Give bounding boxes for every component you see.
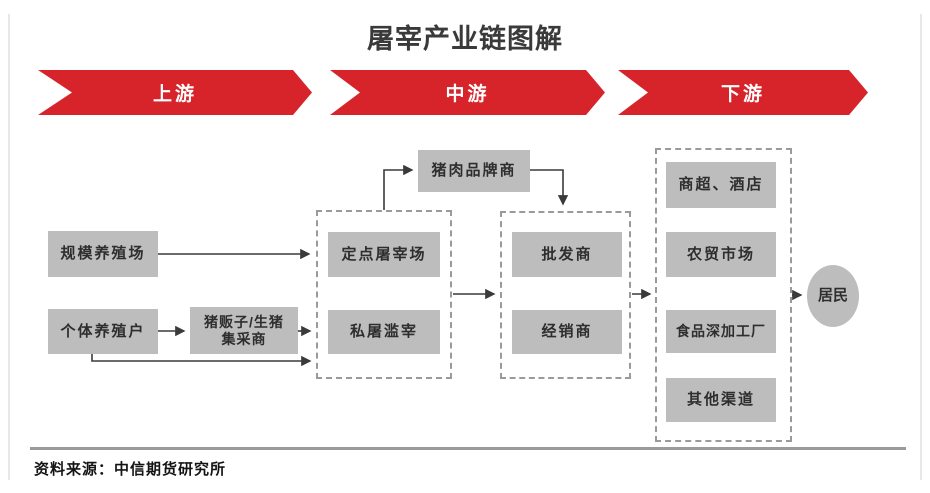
banner-upstream: 上游 [38, 70, 312, 115]
node-pork-brand: 猪肉品牌商 [418, 150, 530, 192]
node-distributor: 经销商 [512, 310, 622, 354]
node-residents: 居民 [807, 265, 859, 327]
banner-midstream-label: 中游 [445, 84, 490, 105]
node-individual-farmer: 个体养殖户 [48, 309, 158, 354]
distribution-group-frame [500, 211, 631, 379]
node-scale-farm: 规模养殖场 [48, 231, 158, 277]
node-designated-slaughterhouse: 定点屠宰场 [328, 232, 440, 277]
banner-downstream: 下游 [618, 70, 868, 115]
banner-midstream: 中游 [330, 70, 605, 115]
arrow-slaughter-to-brand [383, 164, 414, 210]
banner-upstream-label: 上游 [152, 84, 197, 105]
page-edge-right [920, 14, 922, 480]
node-farmers-market: 农贸市场 [666, 232, 776, 277]
slaughter-group-frame [316, 210, 452, 379]
node-supermarket-hotel: 商超、酒店 [666, 162, 776, 208]
node-food-processing-plant: 食品深加工厂 [666, 310, 776, 353]
node-other-channels: 其他渠道 [666, 378, 776, 422]
page-title: 屠宰产业链图解 [367, 24, 563, 54]
channels-group-frame [655, 148, 792, 442]
node-pig-dealer: 猪贩子/生猪 集采商 [190, 307, 298, 354]
node-pig-dealer-line2: 集采商 [221, 330, 267, 347]
source-note: 资料来源：中信期货研究所 [34, 461, 227, 478]
arrow-farmer-to-illegal [91, 353, 312, 367]
node-wholesaler: 批发商 [512, 232, 622, 277]
arrow-brand-to-wholesale [530, 169, 569, 206]
page-edge-left [8, 14, 10, 480]
footer-divider [30, 447, 906, 450]
node-pig-dealer-line1: 猪贩子/生猪 [204, 313, 284, 330]
node-illegal-slaughter: 私屠滥宰 [328, 310, 440, 354]
banner-downstream-label: 下游 [720, 84, 765, 105]
